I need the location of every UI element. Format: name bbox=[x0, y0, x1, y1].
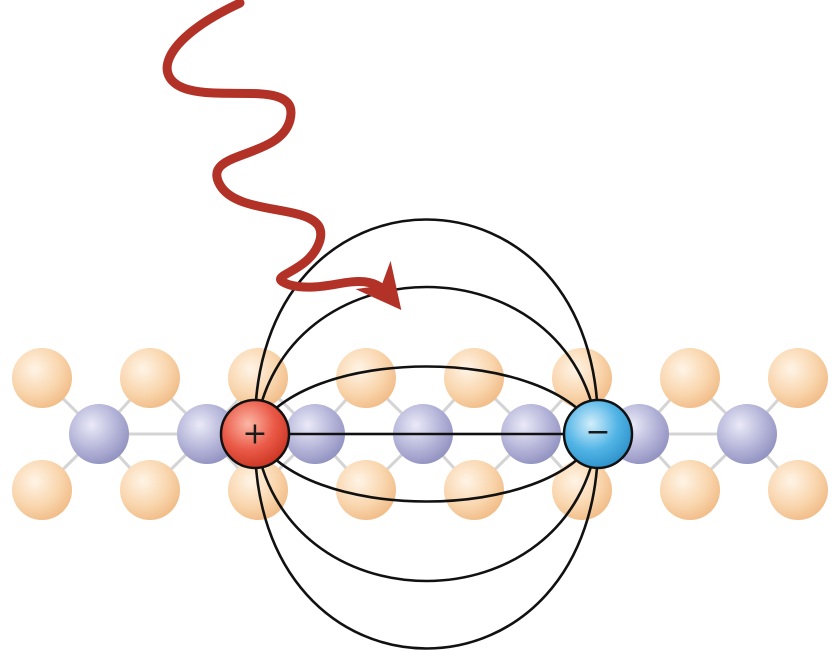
inner-atom bbox=[717, 404, 777, 464]
outer-atom bbox=[660, 348, 720, 408]
outer-atom bbox=[120, 460, 180, 520]
photon-wave-arrow bbox=[162, 0, 402, 310]
outer-atom bbox=[444, 460, 504, 520]
inner-atoms bbox=[69, 404, 777, 464]
outer-atom bbox=[12, 460, 72, 520]
electric-field-lines bbox=[253, 218, 600, 650]
negative-charge-symbol: − bbox=[585, 415, 610, 450]
field-line-upper-3 bbox=[253, 218, 600, 435]
field-line-lower-2 bbox=[253, 433, 600, 583]
outer-atom bbox=[444, 348, 504, 408]
outer-atom bbox=[336, 348, 396, 408]
inner-atom bbox=[69, 404, 129, 464]
negative-charge: − bbox=[562, 398, 634, 470]
outer-atom bbox=[12, 348, 72, 408]
positive-charge-sphere bbox=[219, 398, 291, 470]
crystal-lattice bbox=[12, 348, 828, 520]
outer-atoms bbox=[12, 348, 828, 520]
outer-atom bbox=[336, 460, 396, 520]
field-line-lower-3 bbox=[253, 433, 600, 650]
field-line-upper-2 bbox=[253, 285, 600, 435]
outer-atom bbox=[660, 460, 720, 520]
positive-charge-symbol: + bbox=[242, 417, 267, 452]
field-line-lower-1 bbox=[253, 433, 600, 503]
field-line-upper-1 bbox=[253, 365, 600, 435]
outer-atom bbox=[768, 460, 828, 520]
outer-atom bbox=[768, 348, 828, 408]
outer-atom bbox=[120, 348, 180, 408]
positive-charge: + bbox=[219, 398, 291, 470]
negative-charge-sphere bbox=[562, 398, 634, 470]
inner-atom bbox=[177, 404, 237, 464]
